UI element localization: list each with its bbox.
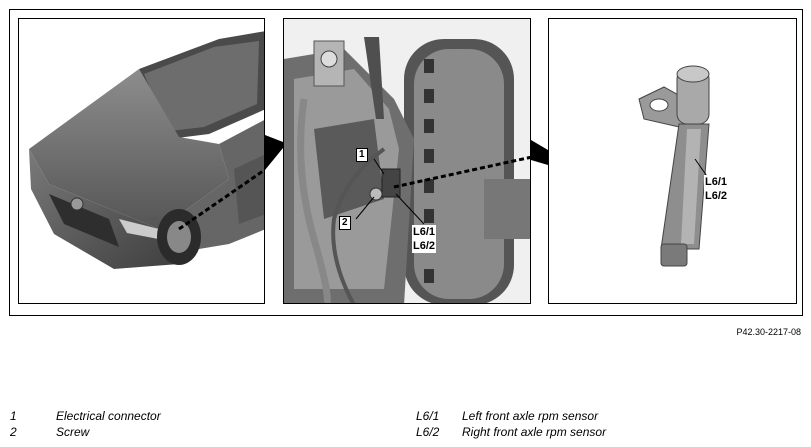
rpm-sensor-illustration [638,65,710,267]
callout-left-rpm-sensor: L6/1 [412,225,437,239]
wheel-hub-illustration [284,19,530,303]
legend-item: 2 Screw [10,424,161,440]
legend-text: Electrical connector [56,409,161,423]
sensor-callout-right: L6/2 [704,189,729,203]
legend-text: Left front axle rpm sensor [462,409,599,423]
vehicle-overview-panel [18,18,265,304]
callout-screw: 2 [339,216,351,230]
legend-item: 1 Electrical connector [10,408,161,424]
figure-reference-code: P42.30-2217-08 [736,327,801,337]
legend-key: 1 [10,409,17,423]
legend-text: Screw [56,425,90,439]
legend-item: L6/1 Left front axle rpm sensor [416,408,606,424]
legend-right: L6/1 Left front axle rpm sensor L6/2 Rig… [416,408,606,440]
wheel-hub-detail-panel: 1 2 L6/1 L6/2 [283,18,531,304]
vehicle-illustration [29,31,264,269]
legend-left: 1 Electrical connector 2 Screw [10,408,161,440]
legend-key: L6/2 [416,425,440,439]
callout-right-rpm-sensor: L6/2 [412,239,437,253]
legend-item: L6/2 Right front axle rpm sensor [416,424,606,440]
sensor-callout-left: L6/1 [704,175,729,189]
callout-connector: 1 [356,148,368,162]
legend-text: Right front axle rpm sensor [462,425,607,439]
rpm-sensor-panel: L6/1 L6/2 [548,18,797,304]
legend-key: L6/1 [416,409,440,423]
legend-key: 2 [10,425,17,439]
